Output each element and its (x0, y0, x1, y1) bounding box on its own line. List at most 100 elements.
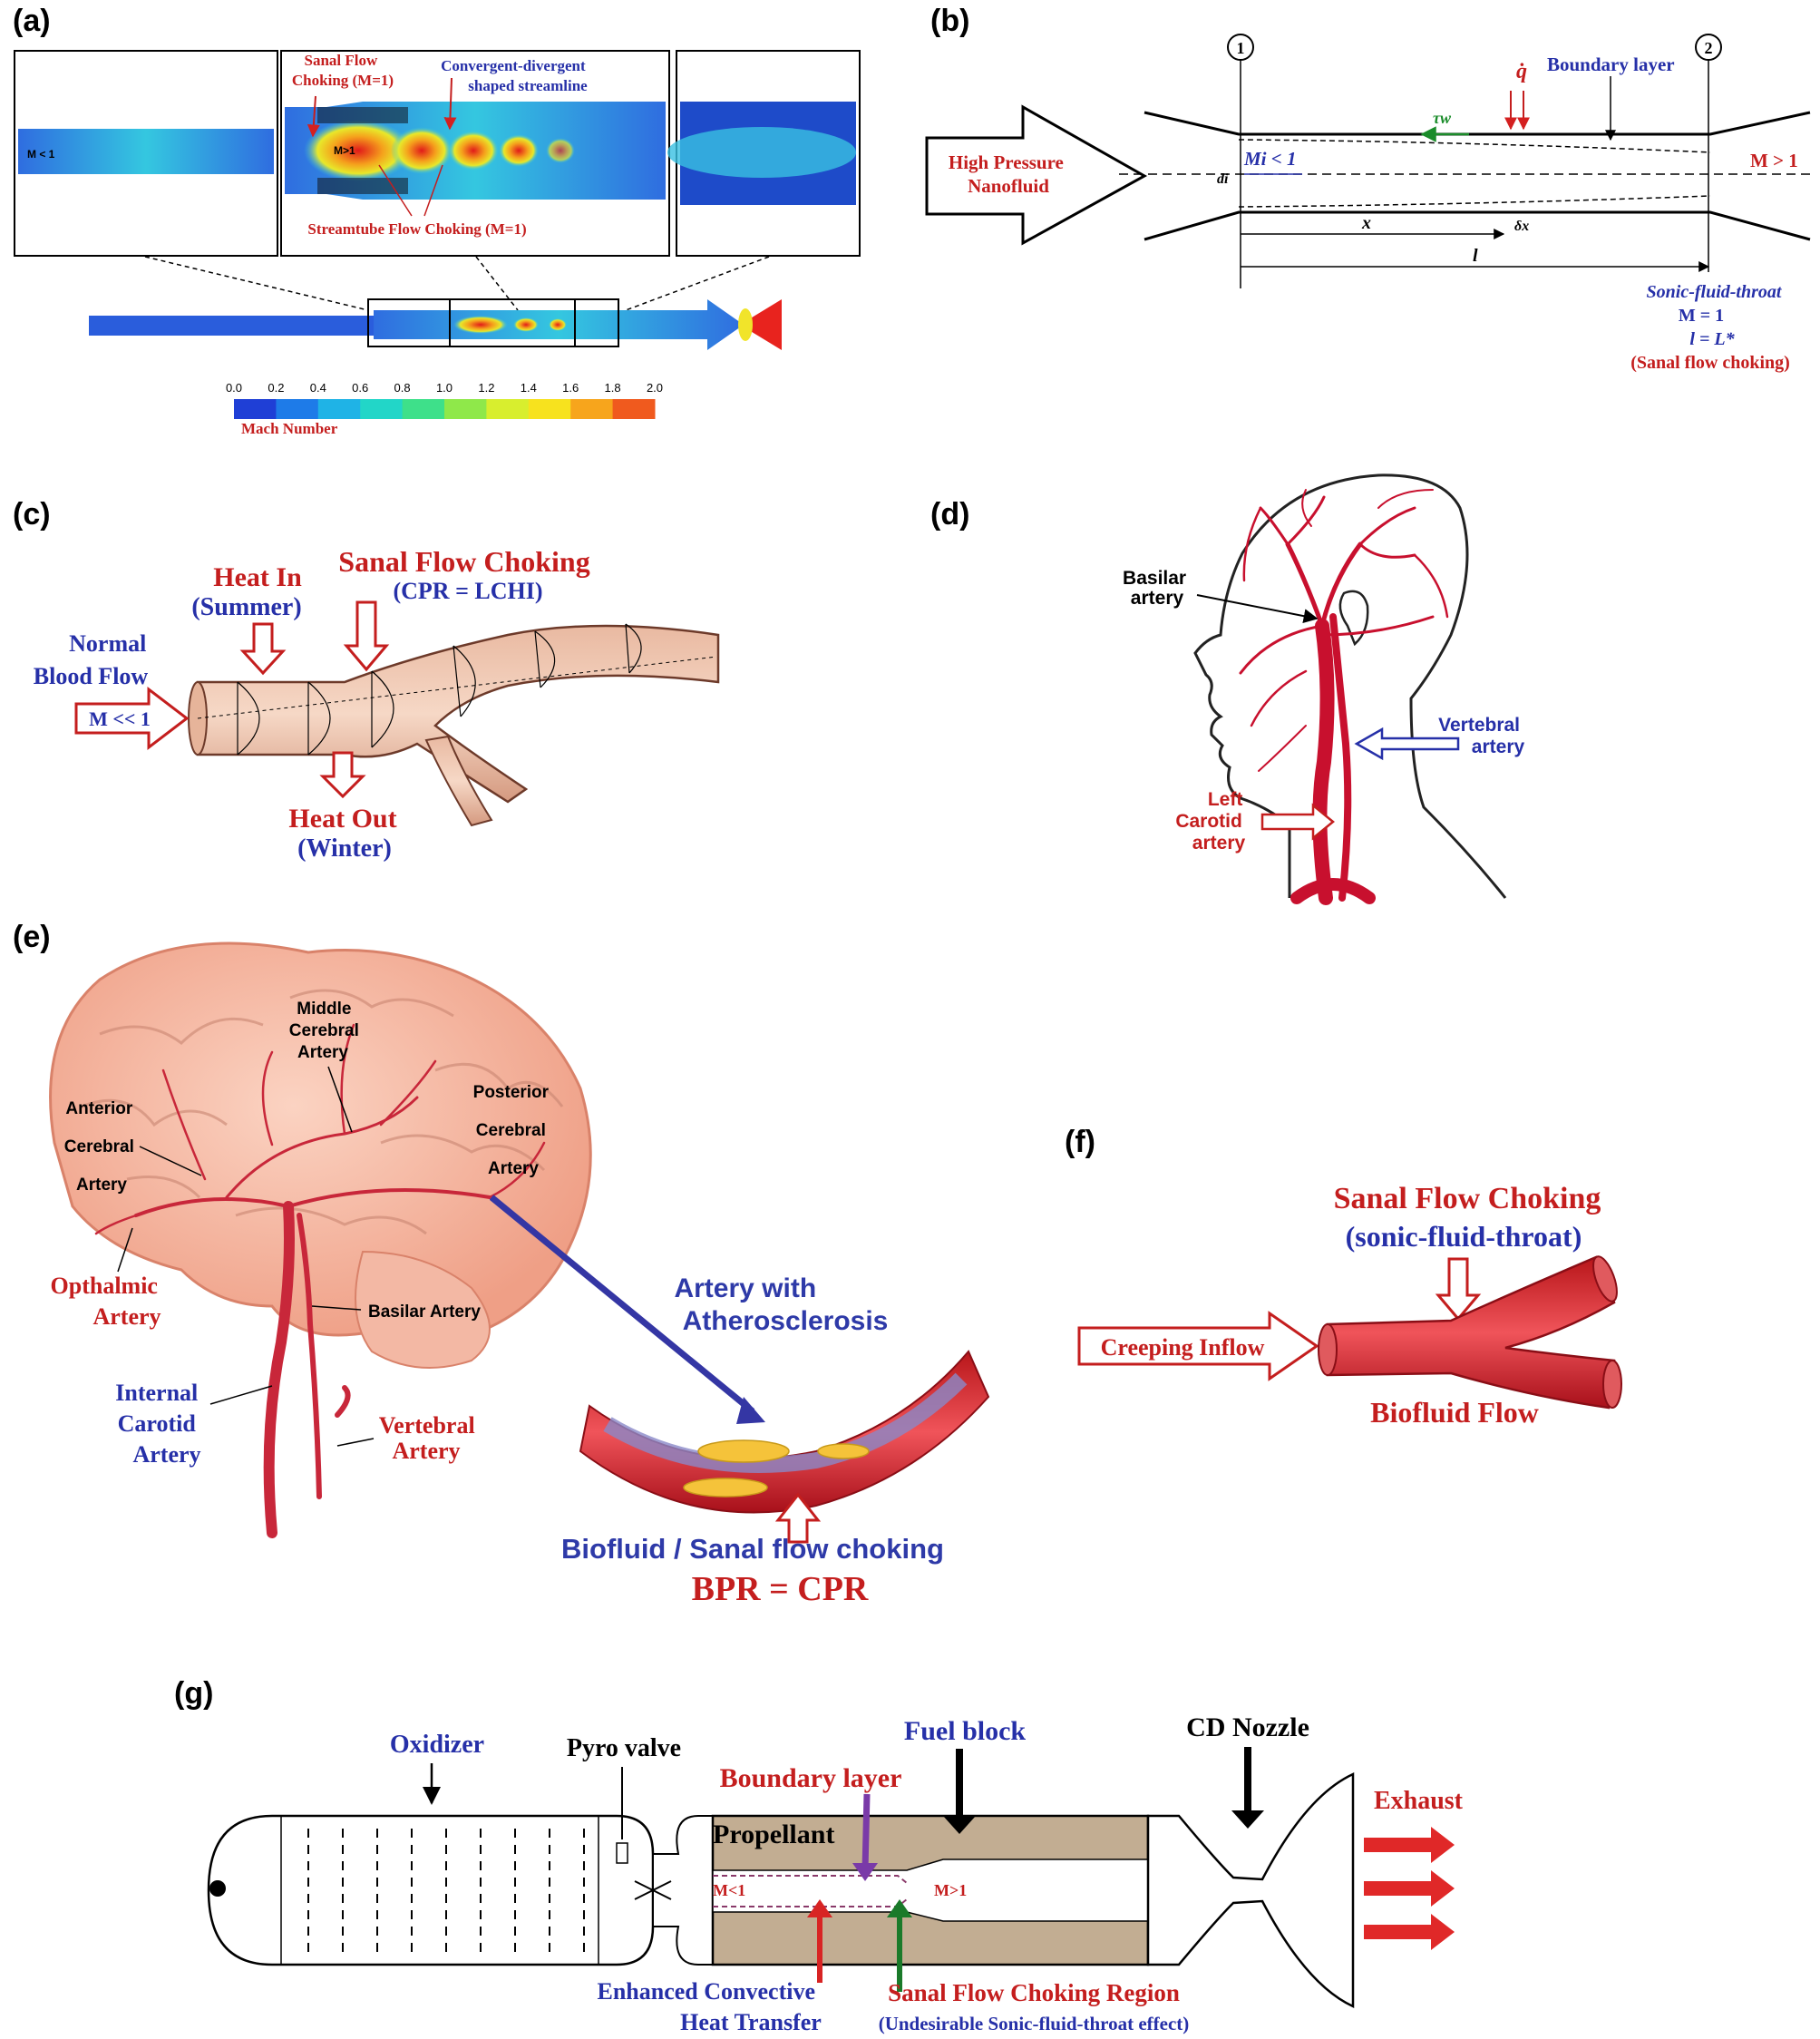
brain-gyri (81, 989, 564, 1235)
colorbar-swatch (570, 399, 614, 419)
oxidizer-label: Oxidizer (390, 1731, 484, 1759)
panel-c: (c) Heat In (Summer) Sanal Flow Choking … (13, 497, 720, 863)
biofluid-label: Biofluid / Sanal flow choking (561, 1533, 944, 1565)
panel-g-label: (g) (174, 1676, 213, 1711)
panel-e: (e) Middle Cerebral (13, 920, 990, 1608)
cd-streamline-arrow (443, 77, 457, 131)
bpr-cpr-label: BPR = CPR (692, 1570, 869, 1608)
colorbar-tick-label: 0.4 (310, 381, 326, 395)
heat-in-arrow (239, 622, 287, 676)
m-lt-1-label: M<1 (713, 1881, 745, 1899)
heat-out-arrow (319, 751, 366, 799)
creeping-inflow-arrow (1077, 1311, 1319, 1381)
colorbar-swatch (486, 399, 530, 419)
panel-f: (f) Sanal Flow Choking (sonic-fluid-thro… (1065, 1125, 1622, 1429)
qdot-label: q̇ (1516, 60, 1527, 83)
bifurcating-vessel (1326, 1255, 1616, 1410)
panel-a: (a) M < 1 M>1 Sanal Flow Choking (M=1) C… (13, 4, 861, 437)
vertebral-artery-label: Vertebral artery (1438, 715, 1525, 757)
colorbar-tick-label: 0.6 (352, 381, 368, 395)
exhaust-arrows (1364, 1827, 1455, 1950)
panel-c-label: (c) (13, 497, 51, 532)
heat-in-label: Heat In (213, 562, 302, 592)
posterior-cerebral-label: Posterior Cerebral Artery (473, 1083, 554, 1178)
colorbar-tick-label: 1.8 (605, 381, 621, 395)
boundary-layer-upper (1238, 139, 1711, 153)
sanal-flow-choking-label: (Sanal flow choking) (1630, 353, 1790, 373)
colorbar-tick-label: 2.0 (647, 381, 663, 395)
normal-flow-arrow (74, 686, 190, 751)
colorbar-swatch (317, 399, 361, 419)
creeping-inflow-label: Creeping Inflow (1101, 1334, 1265, 1361)
mi-lt-1-label: Mi < 1 (1243, 148, 1296, 170)
throat-arrow (1435, 1257, 1482, 1322)
oxidizer-tank (207, 1814, 655, 1966)
exhaust-label: Exhaust (1374, 1787, 1464, 1815)
artery-branch (424, 735, 493, 827)
m-eq-1-label: M = 1 (1679, 306, 1724, 326)
cerebellum (355, 1250, 491, 1369)
boundary-layer-lower (1238, 195, 1711, 208)
pyro-valve-label: Pyro valve (567, 1734, 681, 1762)
normal-flow-label: Normal Blood Flow (34, 630, 152, 689)
basilar-artery-label: Basilar artery (1123, 568, 1192, 609)
panel-f-label: (f) (1065, 1125, 1095, 1159)
colorbar-label: Mach Number (241, 420, 338, 437)
basilar-artery-label: Basilar Artery (368, 1302, 481, 1322)
undesirable-label: (Undesirable Sonic-fluid-throat effect) (879, 2013, 1190, 2034)
duct-upper-wall (1144, 111, 1811, 136)
panel-b: (b) High Pressure Nanofluid 1 2 q̇ Bound… (925, 4, 1811, 373)
inset-pointer (489, 1195, 755, 1414)
head-silhouette (1193, 473, 1507, 899)
vertebral-arrow (1354, 727, 1460, 761)
sanal-region-label: Sanal Flow Choking Region (888, 1979, 1180, 2006)
boundary-layer-label: Boundary layer (720, 1763, 902, 1793)
sanal-choking-label: Sanal Flow Choking (1334, 1182, 1601, 1215)
biofluid-flow-label: Biofluid Flow (1370, 1396, 1539, 1429)
hot-zone (304, 120, 413, 181)
pyro-valve-section (652, 1815, 714, 1966)
x-label: x (1361, 213, 1371, 233)
cerebral-vessels (1239, 489, 1449, 905)
sanal-choking-label: Sanal Flow Choking (338, 545, 589, 578)
cd-streamline-label: Convergent-divergent shaped streamline (441, 57, 589, 94)
station-1-label: 1 (1237, 39, 1245, 57)
colorbar-swatch (528, 399, 571, 419)
panel-a-label: (a) (13, 4, 51, 38)
middle-cerebral-label: Middle Cerebral Artery (289, 1000, 364, 1062)
colorbar-tick-label: 0.2 (268, 381, 284, 395)
colorbar-swatch (402, 399, 445, 419)
streamtube-choking-label: Streamtube Flow Choking (M=1) (307, 220, 526, 238)
plaque-deposit (697, 1439, 790, 1463)
cerebral-arteries (94, 1023, 546, 1538)
internal-carotid-label: Internal Carotid Artery (115, 1380, 204, 1468)
enhanced-heat-transfer-label: Enhanced Convective Heat Transfer (598, 1978, 822, 2035)
velocity-profiles (237, 623, 642, 756)
cpr-lchi-label: (CPR = LCHI) (393, 578, 542, 604)
l-eq-lstar-label: l = L* (1689, 329, 1735, 349)
label-m-lt-1: M < 1 (27, 148, 55, 161)
colorbar-swatch (276, 399, 319, 419)
oxidizer-lines (307, 1829, 585, 1952)
summer-label: (Summer) (191, 593, 301, 621)
colorbar-swatch (360, 399, 404, 419)
atherosclerotic-artery (579, 1350, 990, 1514)
high-pressure-arrow (925, 104, 1148, 246)
vertebral-artery-label: Vertebral Artery (379, 1412, 481, 1464)
label-m-gt-1: M>1 (334, 144, 355, 157)
sanal-choking-arrow (307, 95, 320, 138)
m-gt-1-label: M>1 (934, 1881, 967, 1899)
high-pressure-label: High Pressure Nanofluid (949, 151, 1068, 197)
sonic-throat-label: (sonic-fluid-throat) (1346, 1220, 1582, 1253)
tau-w-label: τw (1433, 109, 1452, 127)
cd-nozzle-label: CD Nozzle (1186, 1712, 1309, 1742)
di-label: di (1217, 171, 1229, 187)
winter-label: (Winter) (297, 834, 392, 863)
choking-region-arrow (887, 1899, 912, 1917)
choking-arrow (343, 600, 390, 672)
colorbar-tick-label: 0.8 (394, 381, 411, 395)
colorbar-tick-label: 1.6 (562, 381, 579, 395)
colorbar-tick-label: 1.2 (478, 381, 494, 395)
